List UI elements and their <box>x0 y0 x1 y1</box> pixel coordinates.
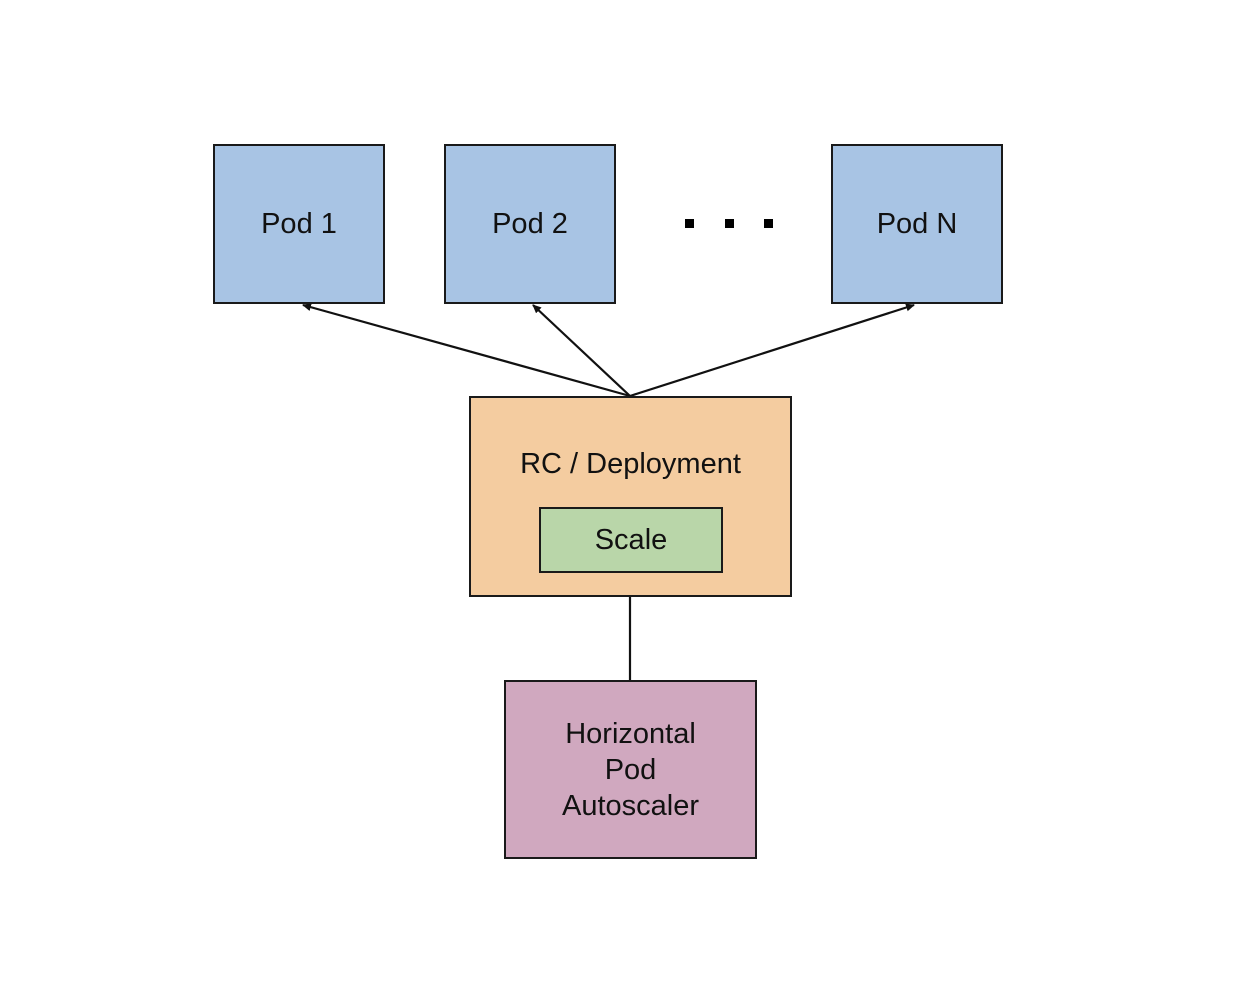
scale-node: Scale <box>539 507 723 573</box>
pod-1-label: Pod 1 <box>261 208 337 240</box>
edge-rc-to-pod-1 <box>302 303 631 398</box>
rc-deployment-label: RC / Deployment <box>520 448 741 480</box>
ellipsis-dot <box>725 219 734 228</box>
scale-label: Scale <box>594 524 668 556</box>
pod-2-label: Pod 2 <box>492 208 568 240</box>
hpa-label-line-3: Autoscaler <box>561 789 699 822</box>
hpa-label-line-1: Horizontal <box>565 717 696 750</box>
ellipsis-dot <box>764 219 773 228</box>
pod-n-node: Pod N <box>831 144 1003 304</box>
horizontal-pod-autoscaler-node: Horizontal Pod Autoscaler <box>504 680 757 859</box>
edge-rc-to-pod-2 <box>532 304 631 397</box>
rc-deployment-node: RC / Deployment Scale <box>469 396 792 597</box>
pod-1-node: Pod 1 <box>213 144 385 304</box>
ellipsis-dot <box>685 219 694 228</box>
edge-rc-to-pod-n <box>629 303 915 398</box>
pod-2-node: Pod 2 <box>444 144 616 304</box>
hpa-label-line-2: Pod <box>604 753 657 786</box>
pod-n-label: Pod N <box>876 208 958 240</box>
